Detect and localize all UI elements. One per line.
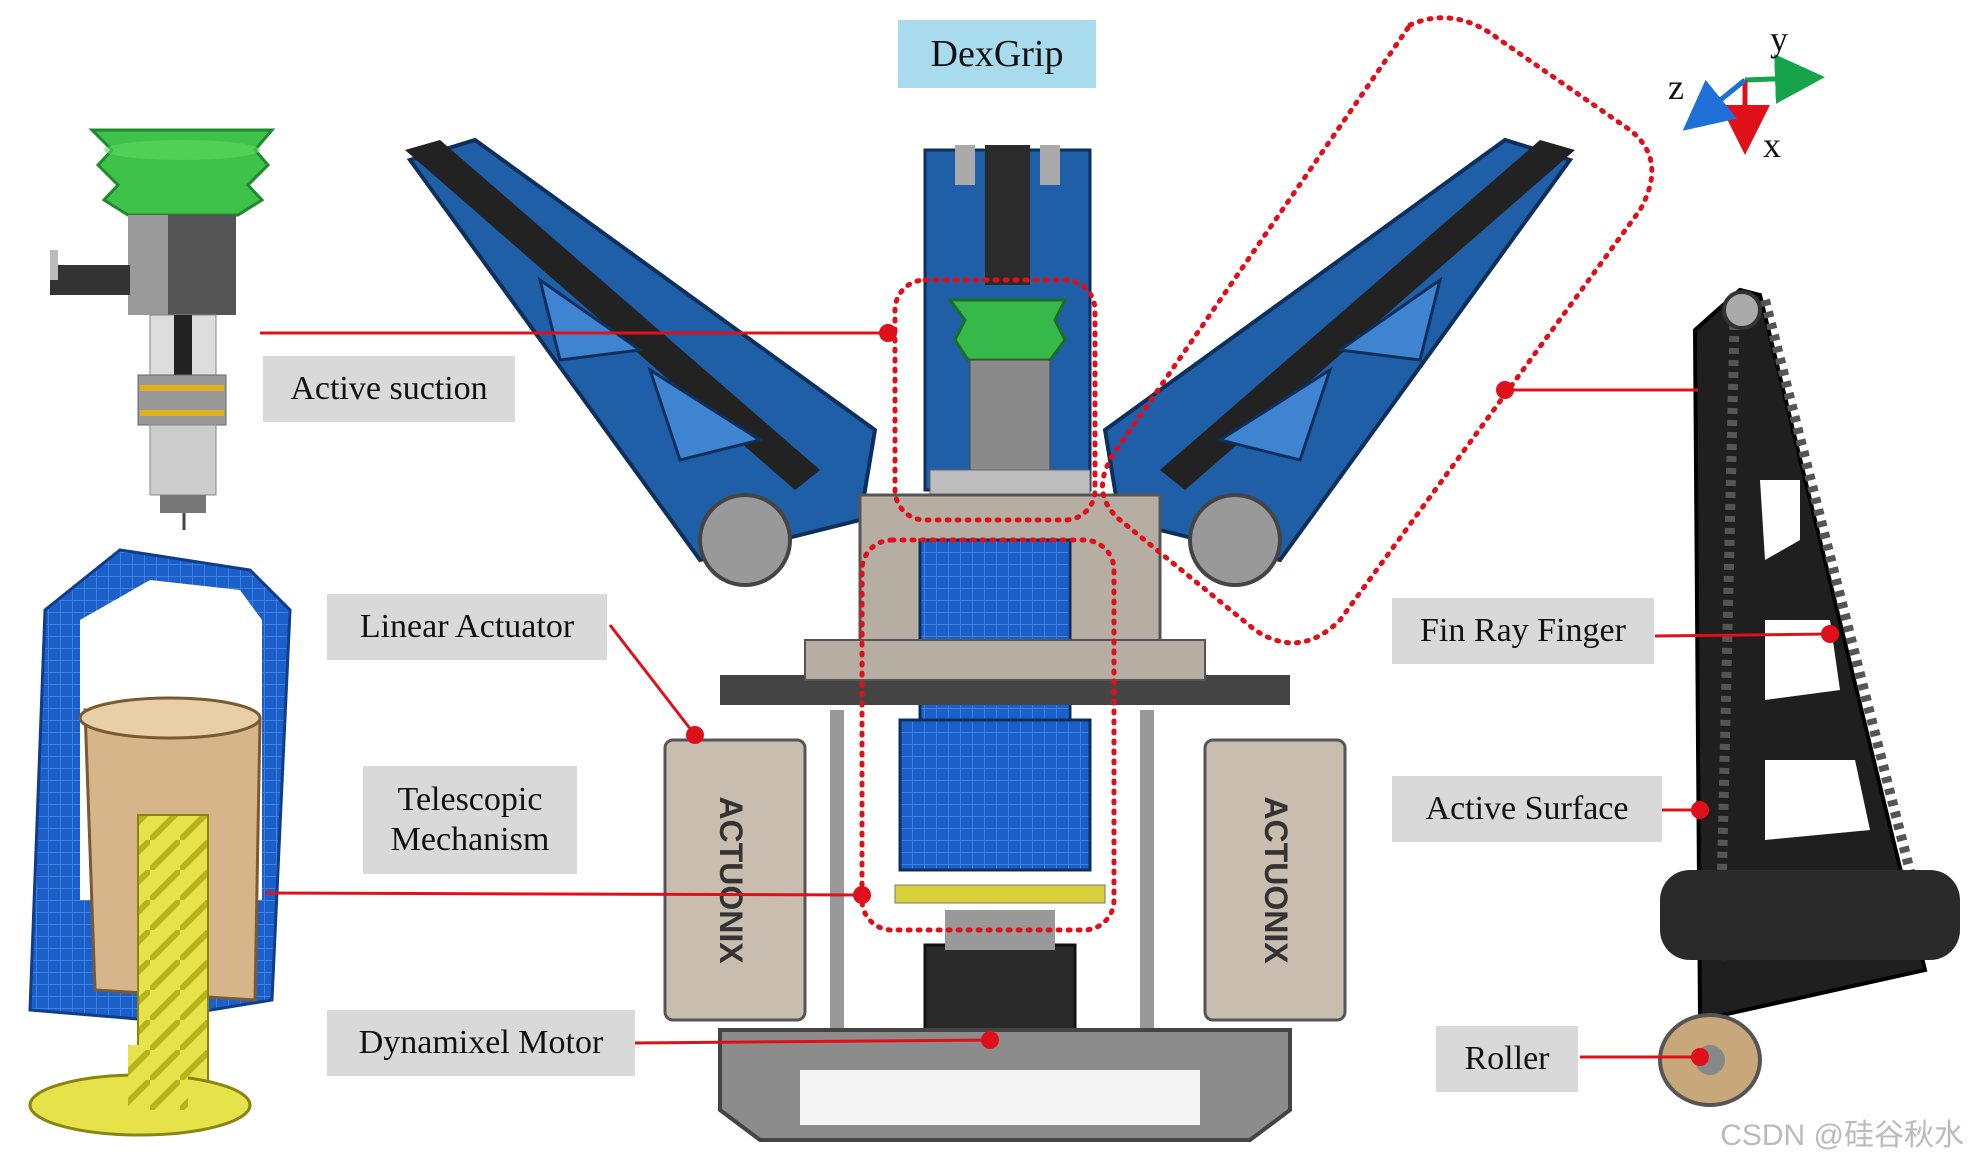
axis-label-x: x: [1763, 125, 1781, 165]
coordinate-axes: [1682, 53, 1825, 155]
leader-fin-ray-finger: [1654, 632, 1831, 638]
suction-highlight-outline: [892, 277, 1098, 523]
leader-dynamixel: [634, 1038, 991, 1045]
fin-ray-highlight-outline: [1100, 15, 1655, 646]
diagram-title: DexGrip: [898, 20, 1096, 88]
leader-linear-actuator: [608, 624, 697, 736]
label-dynamixel-motor: Dynamixel Motor: [327, 1010, 635, 1076]
telescopic-highlight-outline: [859, 537, 1117, 933]
label-active-surface: Active Surface: [1392, 776, 1662, 842]
fin-ray-finger-illustration: [1658, 287, 1960, 1107]
label-telescopic-mechanism: Telescopic Mechanism: [363, 766, 577, 874]
gripper-body-illustration: ACTUONIX ACTUONIX: [405, 137, 1575, 1142]
actuator-brand-left: ACTUONIX: [713, 796, 749, 964]
label-linear-actuator: Linear Actuator: [327, 594, 607, 660]
axis-label-z: z: [1668, 67, 1684, 107]
leader-telescopic: [264, 891, 863, 897]
axis-label-y: y: [1770, 19, 1788, 59]
label-active-suction: Active suction: [263, 356, 515, 422]
actuator-brand-right: ACTUONIX: [1258, 796, 1294, 964]
label-fin-ray-finger: Fin Ray Finger: [1392, 598, 1654, 664]
watermark: CSDN @硅谷秋水: [1720, 1119, 1964, 1152]
label-roller: Roller: [1436, 1026, 1578, 1092]
telescopic-cutaway-illustration: [28, 548, 292, 1137]
suction-module-illustration: [50, 128, 276, 530]
